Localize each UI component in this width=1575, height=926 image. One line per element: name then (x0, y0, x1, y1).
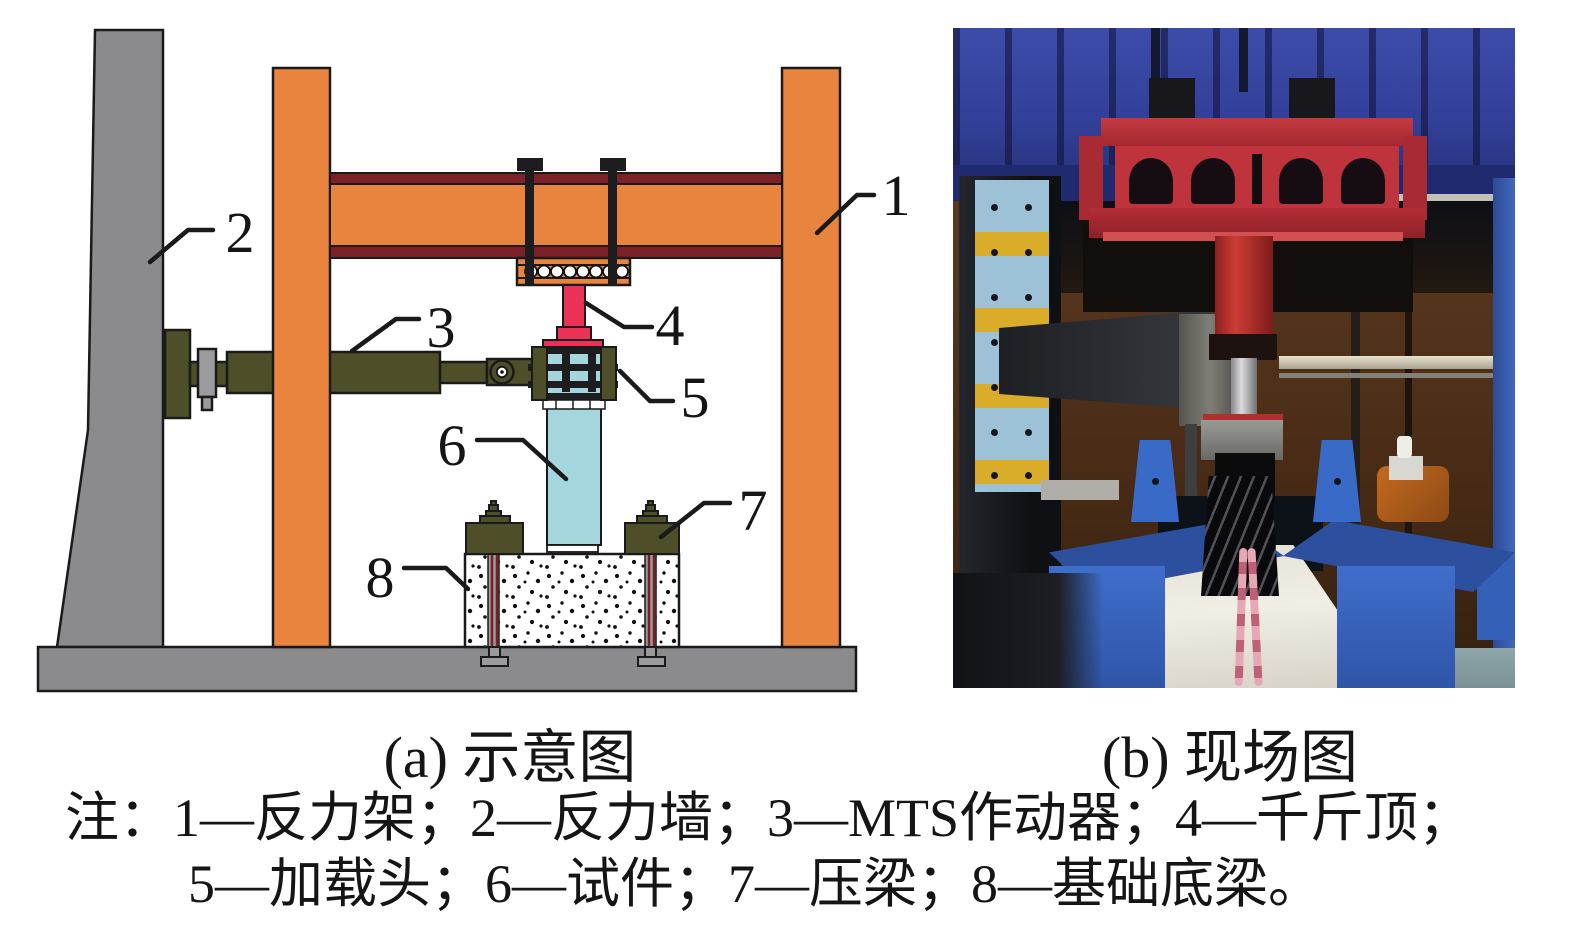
photo-truss-arch-2 (1191, 158, 1235, 204)
photo-bracket-right (1313, 440, 1361, 522)
label-2: 2 (226, 200, 255, 265)
photo-hanger-rod-right (1239, 28, 1248, 92)
photo-back-post-a (1351, 200, 1360, 600)
photo-truss-arch-4 (1341, 158, 1385, 204)
hanger-rods (517, 158, 626, 285)
photo-fixture-truss (1115, 146, 1399, 210)
label-1: 1 (882, 163, 911, 228)
note-line-1: 注：1—反力架；2—反力墙；3—MTS作动器；4—千斤顶； (65, 788, 1473, 848)
label-3: 3 (427, 295, 456, 360)
label-5: 5 (681, 365, 710, 430)
photo-piston-rod (1231, 358, 1257, 416)
photo-bracket-left-bolt (1152, 478, 1159, 485)
label-4: 4 (656, 293, 685, 358)
loading-head (528, 346, 618, 401)
photo-truss-arch-1 (1129, 158, 1173, 204)
hydraulic-jack (542, 284, 604, 349)
photo-beam-left-seat-plate (1041, 480, 1119, 500)
photo-truss-center-slot (1252, 154, 1262, 204)
photo-white-cylinder (1397, 436, 1412, 458)
photo-wall-ledge (1341, 194, 1515, 203)
photo-beam-right-seat-plate (1389, 456, 1423, 480)
photo-fixture-bottom-plate (1089, 208, 1425, 241)
mts-actuator (163, 328, 538, 420)
foundation-beam (463, 552, 681, 649)
photo-instrument-bar (1279, 356, 1515, 369)
photo-bracket-right-bolt (1334, 478, 1341, 485)
specimen-base-plate (546, 544, 599, 553)
photo-left-dark-equipment (953, 573, 1103, 688)
photo-hanger-rod-left (1151, 28, 1160, 92)
photo-head-red-stripe (1203, 414, 1283, 421)
photo-beam-right-front-face (1337, 566, 1455, 688)
caption-panel-a: (a) 示意图 (383, 725, 637, 790)
strong-floor (36, 645, 858, 693)
site-photo (953, 28, 1515, 688)
label-7: 7 (739, 478, 768, 543)
photo-bracket-left (1131, 440, 1179, 522)
note-line-2: 5—加载头；6—试件；7—压梁；8—基础底梁。 (188, 854, 1322, 914)
photo-actuator-body (999, 310, 1211, 410)
schematic-diagram: 1 2 3 4 5 6 7 8 (36, 28, 911, 693)
reaction-wall (55, 28, 165, 649)
photo-plate-bolts (991, 204, 998, 211)
photo-fixture-wing-left (1079, 136, 1103, 220)
specimen-joint-band (542, 399, 606, 410)
pressure-beam-left (465, 500, 524, 555)
frame-cross-beam (329, 172, 783, 259)
specimen-joint-ticks (555, 400, 591, 409)
photo-instrument-rod (1279, 373, 1515, 378)
photo-fixture-wing-right (1403, 136, 1427, 220)
frame-column-right (780, 66, 842, 649)
label-6: 6 (438, 413, 467, 478)
leader-lines (147, 192, 877, 592)
photo-fixture-top-plate (1101, 118, 1413, 146)
caption-panel-b: (b) 现场图 (1101, 725, 1359, 790)
label-8: 8 (366, 545, 395, 610)
photo-jack-cylinder-base (1209, 334, 1277, 360)
photo-back-post-b (1405, 200, 1412, 600)
photo-jack-cylinder (1215, 236, 1273, 340)
frame-column-left (271, 66, 332, 649)
photo-truss-arch-3 (1279, 158, 1323, 204)
diagram-number-labels: 1 2 3 4 5 6 7 8 (226, 163, 911, 610)
